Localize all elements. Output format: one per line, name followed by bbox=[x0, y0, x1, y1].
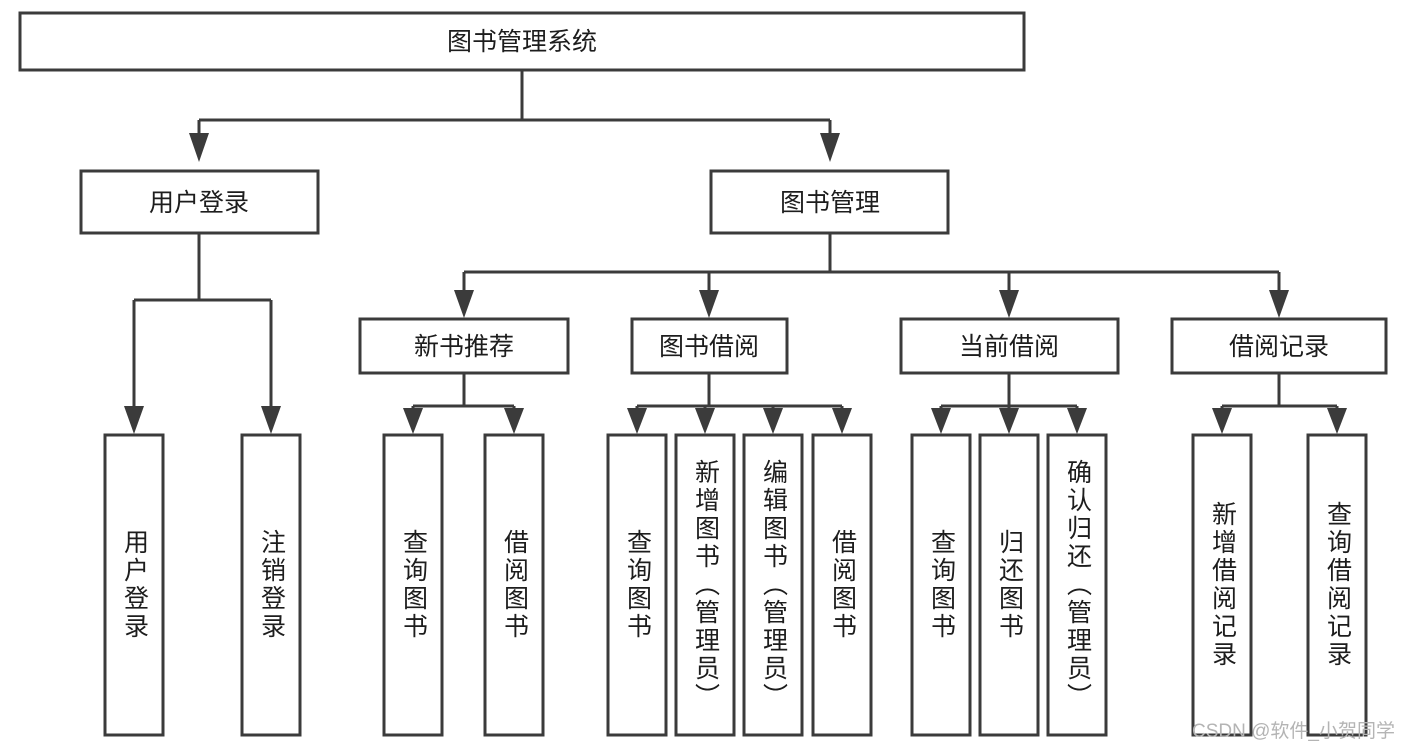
leaf-box-user-login-0[interactable] bbox=[103, 433, 165, 737]
node-borrow-record[interactable]: 借阅记录 bbox=[1170, 317, 1388, 375]
arrowhead-leaf-user-login-0 bbox=[124, 406, 144, 434]
arrowhead-leaf-recommend-1 bbox=[504, 408, 524, 434]
leaf-box-user-login-1[interactable] bbox=[240, 433, 302, 737]
node-book-borrow[interactable]: 图书借阅 bbox=[630, 317, 789, 375]
csdn-watermark: CSDN @软件_小贺同学 bbox=[1192, 721, 1395, 742]
arrowhead-to-current-borrow bbox=[999, 290, 1019, 318]
leaf-box-borrow-0[interactable] bbox=[606, 433, 668, 737]
node-book-borrow-label: 图书借阅 bbox=[659, 333, 759, 361]
node-borrow-record-label: 借阅记录 bbox=[1229, 333, 1329, 361]
node-new-book-recommend-label: 新书推荐 bbox=[414, 333, 514, 361]
leaf-box-borrow-2[interactable] bbox=[742, 433, 804, 737]
arrowhead-leaf-current-0 bbox=[931, 408, 951, 434]
node-user-login-label: 用户登录 bbox=[149, 189, 249, 217]
arrowhead-to-book-borrow bbox=[699, 290, 719, 318]
arrowhead-to-new-book-recommend bbox=[454, 290, 474, 318]
arrowhead-to-user-login bbox=[189, 133, 209, 162]
arrowhead-to-book-manage bbox=[820, 133, 840, 162]
node-current-borrow[interactable]: 当前借阅 bbox=[899, 317, 1120, 375]
leaf-box-recommend-1[interactable] bbox=[483, 433, 545, 737]
arrowhead-leaf-current-1 bbox=[999, 408, 1019, 434]
leaf-box-current-1[interactable] bbox=[978, 433, 1040, 737]
leaf-box-borrow-1[interactable] bbox=[674, 433, 736, 737]
arrowhead-leaf-record-0 bbox=[1212, 408, 1232, 434]
arrowhead-leaf-borrow-0 bbox=[627, 408, 647, 434]
leaf-box-borrow-3[interactable] bbox=[811, 433, 873, 737]
leaf-box-current-2[interactable] bbox=[1046, 433, 1108, 737]
connector-user-login-to-leaves bbox=[124, 233, 281, 434]
connector-current-borrow-to-leaves bbox=[931, 373, 1087, 434]
connector-borrow-record-to-leaves bbox=[1212, 373, 1347, 434]
node-root[interactable]: 图书管理系统 bbox=[18, 11, 1026, 72]
leaf-box-record-0[interactable] bbox=[1191, 433, 1253, 737]
leaf-box-current-0[interactable] bbox=[910, 433, 972, 737]
arrowhead-leaf-borrow-2 bbox=[763, 408, 783, 434]
node-new-book-recommend[interactable]: 新书推荐 bbox=[358, 317, 570, 375]
node-user-login[interactable]: 用户登录 bbox=[79, 169, 320, 235]
arrowhead-to-borrow-record bbox=[1269, 290, 1289, 318]
node-root-label: 图书管理系统 bbox=[447, 28, 597, 56]
node-book-manage[interactable]: 图书管理 bbox=[709, 169, 950, 235]
node-new-book-recommend-box[interactable] bbox=[358, 317, 570, 375]
leaf-box-recommend-0[interactable] bbox=[382, 433, 444, 737]
arrowhead-leaf-recommend-0 bbox=[403, 408, 423, 434]
arrowhead-leaf-record-1 bbox=[1327, 408, 1347, 434]
arrowhead-leaf-current-2 bbox=[1067, 408, 1087, 434]
node-current-borrow-box[interactable] bbox=[899, 317, 1120, 375]
node-book-manage-label: 图书管理 bbox=[780, 189, 880, 217]
arrowhead-leaf-borrow-3 bbox=[832, 408, 852, 434]
node-user-login-box[interactable] bbox=[79, 169, 320, 235]
connector-book-manage-to-level3 bbox=[454, 233, 1289, 318]
arrowhead-leaf-borrow-1 bbox=[695, 408, 715, 434]
connector-new-book-recommend-to-leaves bbox=[403, 373, 524, 434]
leaf-box-record-1[interactable] bbox=[1306, 433, 1368, 737]
node-root-box[interactable] bbox=[18, 11, 1026, 72]
arrowhead-leaf-user-login-1 bbox=[261, 406, 281, 434]
node-current-borrow-label: 当前借阅 bbox=[959, 333, 1059, 361]
connector-root-to-level2 bbox=[189, 70, 840, 162]
connector-book-borrow-to-leaves bbox=[627, 373, 852, 434]
